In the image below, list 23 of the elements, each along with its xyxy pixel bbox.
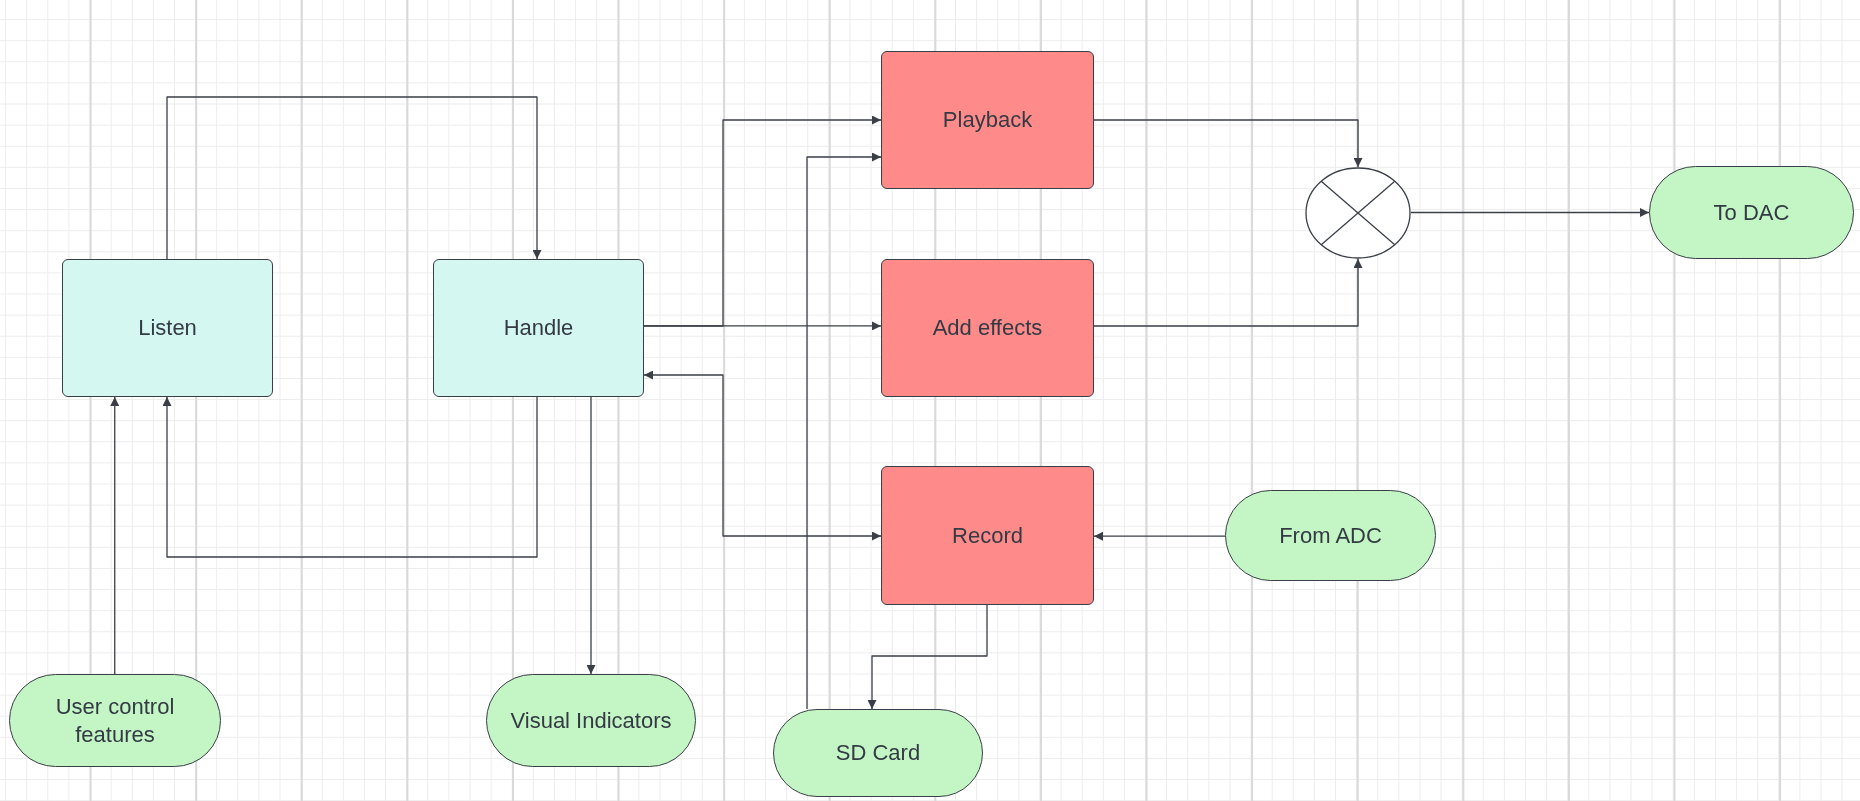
terminal-pill: SD Card — [773, 709, 983, 797]
arrow — [1093, 119, 1363, 168]
arrow — [1410, 208, 1650, 217]
arrow — [166, 96, 542, 260]
process-box: Playback — [881, 51, 1094, 189]
process-box: Record — [881, 466, 1094, 605]
arrow — [586, 396, 596, 675]
process-box: Handle — [433, 259, 644, 397]
arrow — [1093, 531, 1226, 541]
arrow — [867, 604, 988, 710]
mixer-circle — [1305, 167, 1411, 259]
arrow — [162, 396, 538, 558]
arrow — [643, 370, 882, 541]
process-box: Add effects — [881, 259, 1094, 397]
arrow — [1093, 258, 1363, 327]
terminal-pill: To DAC — [1649, 166, 1854, 259]
arrow — [110, 396, 120, 675]
arrow — [643, 321, 882, 331]
terminal-pill: Visual Indicators — [486, 674, 696, 767]
process-box: Listen — [62, 259, 273, 397]
terminal-pill: From ADC — [1225, 490, 1436, 581]
terminal-pill: User control features — [9, 674, 221, 767]
arrow — [806, 152, 882, 710]
